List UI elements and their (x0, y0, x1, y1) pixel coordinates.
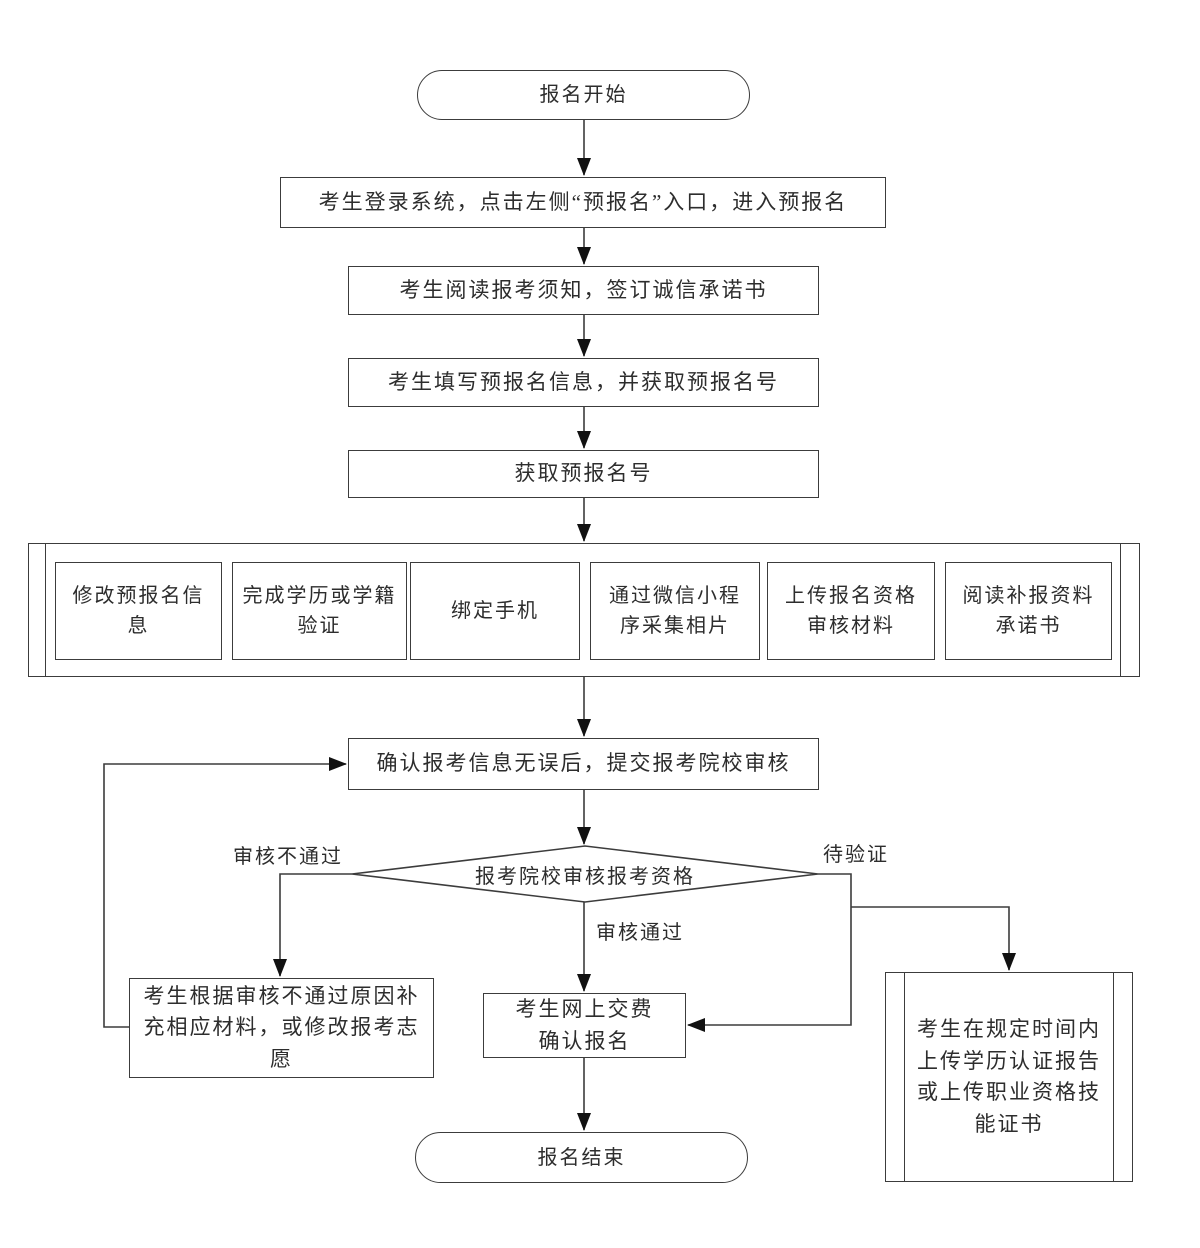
step-upload-certificates-label: 考生在规定时间内上传学历认证报告或上传职业资格技能证书 (917, 1017, 1101, 1136)
decision-school-review-label: 报考院校审核报考资格 (475, 865, 695, 888)
task-credential-check: 完成学历或学籍验证 (232, 562, 407, 660)
step-login-label: 考生登录系统，点击左侧“预报名”入口，进入预报名 (318, 189, 848, 214)
edge-label-pending-verify: 待验证 (823, 844, 889, 866)
task-bind-phone: 绑定手机 (410, 562, 580, 660)
task-upload-materials-label: 上传报名资格审核材料 (785, 585, 917, 637)
task-modify-info: 修改预报名信息 (55, 562, 222, 660)
step-pay-confirm-label: 考生网上交费 确认报名 (515, 997, 654, 1053)
step-pay-confirm: 考生网上交费 确认报名 (483, 993, 686, 1058)
task-read-commitment-label: 阅读补报资料承诺书 (962, 585, 1095, 637)
step-login: 考生登录系统，点击左侧“预报名”入口，进入预报名 (280, 177, 886, 228)
step-fill-info-label: 考生填写预报名信息，并获取预报名号 (388, 369, 779, 394)
step-fill-info: 考生填写预报名信息，并获取预报名号 (348, 358, 819, 407)
flow-start-label: 报名开始 (539, 84, 628, 106)
task-photo-collect-label: 通过微信小程序采集相片 (609, 585, 741, 637)
step-read-notice-label: 考生阅读报考须知，签订诚信承诺书 (399, 277, 768, 302)
task-modify-info-label: 修改预报名信息 (72, 585, 205, 637)
task-read-commitment: 阅读补报资料承诺书 (945, 562, 1112, 660)
edge-label-review-pass: 审核通过 (596, 922, 684, 944)
upload-box-right-inner-line (1113, 973, 1114, 1181)
connector-pending-to-upload (851, 906, 1016, 971)
step-confirm-submit: 确认报考信息无误后，提交报考院校审核 (348, 738, 819, 790)
connector-supplement-loop (103, 757, 347, 1028)
step-upload-certificates: 考生在规定时间内上传学历认证报告或上传职业资格技能证书 (885, 972, 1133, 1182)
step-get-number: 获取预报名号 (348, 450, 819, 498)
container-left-inner-line (45, 544, 46, 676)
connector-decision-fail (273, 873, 352, 977)
step-supplement-materials: 考生根据审核不通过原因补充相应材料，或修改报考志愿 (129, 978, 434, 1078)
step-get-number-label: 获取预报名号 (514, 461, 653, 486)
upload-box-left-inner-line (904, 973, 905, 1181)
edge-label-review-fail: 审核不通过 (233, 846, 343, 868)
connector-decision-pending-down (687, 873, 852, 1032)
flow-start-terminator: 报名开始 (417, 70, 750, 120)
decision-school-review: 报考院校审核报考资格 (415, 852, 755, 896)
decision-diamond-shape (351, 845, 819, 903)
step-supplement-materials-label: 考生根据审核不通过原因补充相应材料，或修改报考志愿 (143, 983, 420, 1071)
flow-end-terminator: 报名结束 (415, 1132, 748, 1183)
container-right-inner-line (1120, 544, 1121, 676)
task-upload-materials: 上传报名资格审核材料 (767, 562, 935, 660)
step-confirm-submit-label: 确认报考信息无误后，提交报考院校审核 (376, 751, 791, 776)
task-photo-collect: 通过微信小程序采集相片 (590, 562, 760, 660)
step-read-notice: 考生阅读报考须知，签订诚信承诺书 (348, 266, 819, 315)
task-credential-check-label: 完成学历或学籍验证 (242, 585, 397, 637)
task-bind-phone-label: 绑定手机 (451, 600, 539, 622)
flow-end-label: 报名结束 (537, 1146, 626, 1169)
